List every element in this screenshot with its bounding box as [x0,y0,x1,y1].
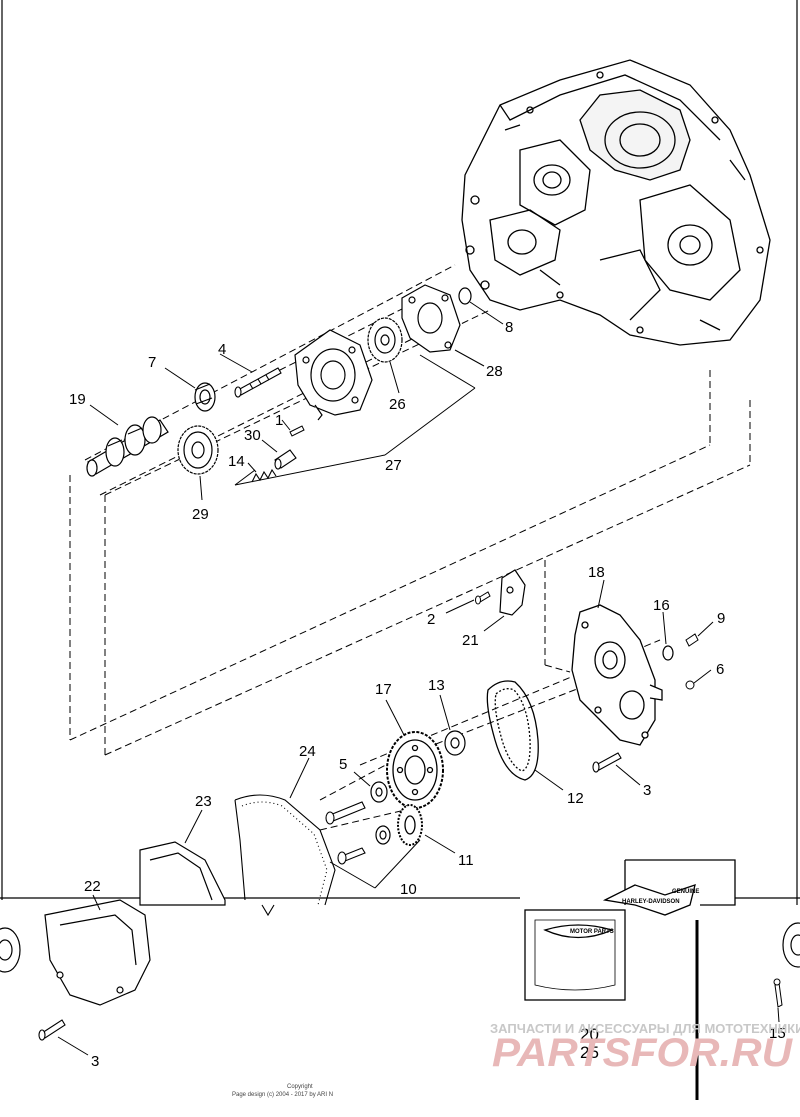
callout-leaders [57,301,780,1056]
cover-gasket [234,794,336,917]
cover-plate [401,284,461,353]
outer-cover [44,899,151,1006]
small-o-ring [662,645,674,661]
sprocket-bolt [325,801,366,825]
callout-5: 5 [339,756,347,773]
callout-4: 4 [218,341,226,358]
small-screw [475,591,491,605]
cam-cover [139,841,226,906]
dowel-pin [685,633,699,647]
callout-19: 19 [69,391,86,408]
chain-tensioner [499,569,526,616]
callout-28: 28 [486,363,503,380]
callout-6: 6 [716,661,724,678]
callout-12: 12 [567,790,584,807]
callout-15: 15 [769,1025,786,1042]
callout-26: 26 [389,396,406,413]
callout-13: 13 [428,677,445,694]
callout-20: 20 [580,1025,599,1044]
kit-box-motor-parts-text: MOTOR PARTS [570,929,614,935]
callout-17: 17 [375,681,392,698]
cam-sprocket [386,731,444,809]
callout-27: 27 [385,457,402,474]
callout-30: 30 [244,427,261,444]
rotor-gear [367,317,403,363]
small-screw-15 [773,978,783,1008]
kit-box-brand-text: HARLEY-DAVIDSON [622,899,680,905]
ball [685,680,695,690]
callout-11: 11 [458,852,474,869]
callout-21: 21 [462,632,479,649]
callout-3-right: 3 [643,782,651,799]
cam-support-plate [571,604,663,746]
kit-box-genuine-text: GENUINE [672,889,699,895]
crankcase [461,59,771,346]
callout-8: 8 [505,319,513,336]
crank-sprocket [397,804,423,846]
drive-chain [486,680,539,781]
watermark-tagline: ЗАПЧАСТИ И АКСЕССУАРЫ ДЛЯ МОТОТЕХНИКИ [490,1021,800,1036]
callout-23: 23 [195,793,212,810]
callout-25: 25 [580,1043,599,1062]
callout-18: 18 [588,564,605,581]
callout-1: 1 [275,412,283,429]
washer-10 [375,825,391,845]
callout-16: 16 [653,597,670,614]
long-bolt [234,367,282,398]
sprocket-bolt-lower [337,847,366,865]
side-part-right [782,922,800,968]
callout-3-bottom: 3 [91,1053,99,1070]
washer [444,730,466,756]
parts-kit-box [524,859,736,1001]
callout-9: 9 [717,610,725,627]
camshaft [86,416,169,477]
relief-valve [274,449,297,470]
gear [177,425,219,475]
callout-29: 29 [192,506,209,523]
footer-copyright: Copyright [287,1084,313,1090]
o-ring [458,287,472,305]
washer-5 [370,781,388,803]
callout-2: 2 [427,611,435,628]
spring [251,468,277,483]
group-brackets [234,354,476,889]
plate-bolt [592,752,622,773]
footer-page-design: Page design (c) 2004 - 2017 by ARI N [232,1092,333,1098]
timer-cover-edge [0,927,21,973]
small-pin [289,425,305,437]
callout-22: 22 [84,878,101,895]
callout-24: 24 [299,743,316,760]
callout-7: 7 [148,354,156,371]
oil-pump-body [294,329,373,421]
callout-14: 14 [228,453,245,470]
bearing [194,382,216,412]
watermark-logo: PARTSFOR.RU [492,1031,793,1075]
callout-10: 10 [400,881,417,898]
cover-screw [38,1019,66,1041]
